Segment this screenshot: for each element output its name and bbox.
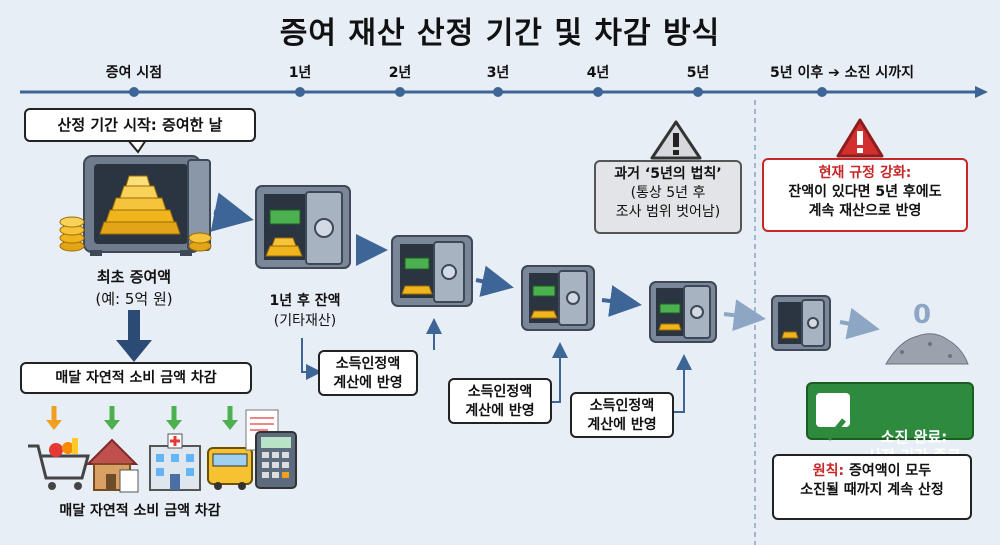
tick-dot-3 <box>493 87 503 97</box>
dust-pile-icon <box>885 333 969 365</box>
warning-icon <box>836 118 884 158</box>
principle-body: 증여액이 모두 소진될 때까지 계속 산정 <box>800 463 944 498</box>
tick-label-after: 5년 이후 ➔ 소진 시까지 <box>770 65 915 81</box>
flow-arrow-6 <box>839 307 880 340</box>
current-rule-title: 현재 규정 강화: <box>818 165 912 181</box>
past-rule-body: (통상 5년 후 조사 범위 벗어남) <box>615 185 721 220</box>
safe-icon <box>771 295 831 351</box>
past-rule-box: 과거 ‘5년의 법칙’ (통상 5년 후 조사 범위 벗어남) <box>594 160 742 234</box>
flow-arrow-3 <box>475 265 514 297</box>
initial-gift-label: 최초 증여액 <box>96 268 172 286</box>
safe-icon <box>521 265 595 331</box>
principle-box: 원칙: 증여액이 모두 소진될 때까지 계속 산정 <box>772 454 972 520</box>
page-title: 증여 재산 산정 기간 및 차감 방식 <box>279 16 721 51</box>
money-icon <box>532 285 556 297</box>
tick-label-start: 증여 시점 <box>105 65 163 81</box>
income-note-2: 소득인정액 계산에 반영 <box>448 378 552 424</box>
tick-label-year3: 3년 <box>486 65 510 81</box>
current-rule-box: 현재 규정 강화: 잔액이 있다면 5년 후에도 계속 재산으로 반영 <box>762 158 968 232</box>
income-note-3: 소득인정액 계산에 반영 <box>570 392 674 438</box>
tick-label-year5: 5년 <box>686 65 710 81</box>
money-icon <box>404 257 430 270</box>
principle-title: 원칙: <box>812 463 845 479</box>
income-note-1: 소득인정액 계산에 반영 <box>318 350 418 396</box>
tick-dot-after <box>817 87 827 97</box>
tick-dot-0 <box>129 87 139 97</box>
tick-label-year2: 2년 <box>388 65 412 81</box>
safe-icon <box>255 185 351 269</box>
deduction-callout: 매달 자연적 소비 금액 차감 <box>20 362 252 394</box>
zero-label: 0 <box>912 300 932 330</box>
depleted-box: 소진 완료: 산정 기간 종료 <box>806 382 974 465</box>
money-icon <box>659 303 681 314</box>
connector-year4 <box>674 354 692 413</box>
tick-dot-1 <box>295 87 305 97</box>
warning-icon <box>650 120 702 160</box>
check-icon <box>816 393 850 441</box>
bus-icon <box>207 447 253 490</box>
tick-dot-5 <box>693 87 703 97</box>
hospital-icon <box>149 433 201 491</box>
flow-arrow-5 <box>723 299 766 332</box>
current-rule-body: 잔액이 있다면 5년 후에도 계속 재산으로 반영 <box>788 184 942 219</box>
deduction-footer: 매달 자연적 소비 금액 차감 <box>59 503 221 519</box>
safe-icon <box>649 281 717 343</box>
tick-dot-2 <box>395 87 405 97</box>
money-icon <box>269 209 301 225</box>
house-icon <box>85 438 139 493</box>
year1-sub: (기타재산) <box>273 313 337 329</box>
initial-gift-example: (예: 5억 원) <box>95 290 173 308</box>
calculator-icon <box>245 409 297 489</box>
flow-arrow-1 <box>210 192 254 232</box>
tick-dot-4 <box>593 87 603 97</box>
safe-icon <box>391 235 473 307</box>
past-rule-title: 과거 ‘5년의 법칙’ <box>614 166 722 182</box>
timeline <box>20 86 988 98</box>
start-callout: 산정 기간 시작: 증여한 날 <box>24 108 256 142</box>
gold-bars-icon <box>59 175 212 252</box>
connector-year3 <box>552 342 568 403</box>
tick-label-year1: 1년 <box>288 65 312 81</box>
small-down-arrows <box>46 406 238 430</box>
flow-arrow-4 <box>601 285 642 317</box>
year1-label: 1년 후 잔액 <box>269 293 341 309</box>
tick-label-year4: 4년 <box>586 65 610 81</box>
connector-year1 <box>301 338 322 380</box>
shopping-cart-icon <box>28 438 90 490</box>
